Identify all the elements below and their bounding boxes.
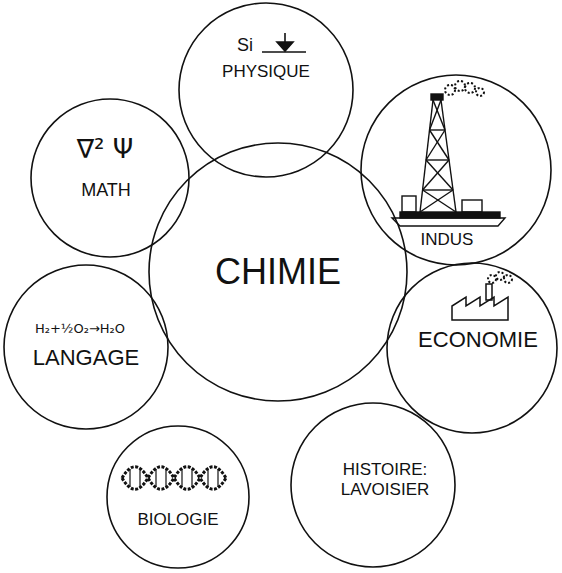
text-slot: ∇² Ψ	[75, 135, 136, 165]
topic-label: HISTOIRE: LAVOISIER	[330, 460, 440, 499]
circle-shape	[107, 426, 249, 568]
element-symbol: Si	[235, 35, 255, 56]
circle-shape	[4, 265, 168, 429]
text-slot: LANGAGE	[31, 345, 141, 370]
topic-circle: ECONOMIE	[386, 262, 558, 434]
circle-shape	[387, 263, 557, 433]
core-label: CHIMIE	[213, 251, 343, 292]
text-slot: Si	[235, 35, 255, 56]
text-slot: ECONOMIE	[416, 327, 540, 352]
diode-symbol	[262, 33, 306, 52]
topic-label: BIOLOGIE	[135, 510, 220, 530]
topic-label: PHYSIQUE	[220, 62, 312, 82]
circle-outline	[30, 98, 190, 258]
text-slot: CHIMIE	[213, 251, 343, 292]
circle-outline	[106, 425, 250, 569]
circle-shape	[361, 75, 551, 265]
text-slot: INDUS	[419, 230, 476, 250]
circle-shape	[31, 99, 189, 257]
math-symbols: ∇² Ψ	[75, 135, 136, 165]
topic-label: INDUS	[419, 230, 476, 250]
topic-circle: ∇² Ψ MATH	[30, 98, 190, 258]
topic-label: LANGAGE	[31, 345, 141, 370]
oil-rig	[392, 81, 505, 226]
circle-shape	[179, 3, 353, 177]
circle-shape	[291, 403, 455, 567]
topic-label: ECONOMIE	[416, 327, 540, 352]
topic-circle: SiPHYSIQUE	[178, 2, 354, 178]
topic-circle: HISTOIRE: LAVOISIER	[290, 402, 456, 568]
factory	[452, 272, 512, 320]
text-slot: H₂+½O₂→H₂O	[33, 319, 127, 337]
topic-circle: H₂+½O₂→H₂O LANGAGE	[3, 264, 169, 430]
circle-outline	[178, 2, 354, 178]
text-slot: HISTOIRE: LAVOISIER	[330, 460, 440, 499]
text-slot: PHYSIQUE	[220, 62, 312, 82]
topic-circle: INDUS	[360, 74, 552, 266]
topic-circle: BIOLOGIE	[106, 425, 250, 569]
text-slot: BIOLOGIE	[135, 510, 220, 530]
text-slot: MATH	[79, 180, 133, 201]
chemical-formula: H₂+½O₂→H₂O	[33, 322, 127, 337]
core-circle: CHIMIE	[148, 142, 408, 402]
circle-shape	[149, 143, 407, 401]
dna-helix	[122, 467, 226, 490]
topic-label: MATH	[79, 180, 133, 201]
